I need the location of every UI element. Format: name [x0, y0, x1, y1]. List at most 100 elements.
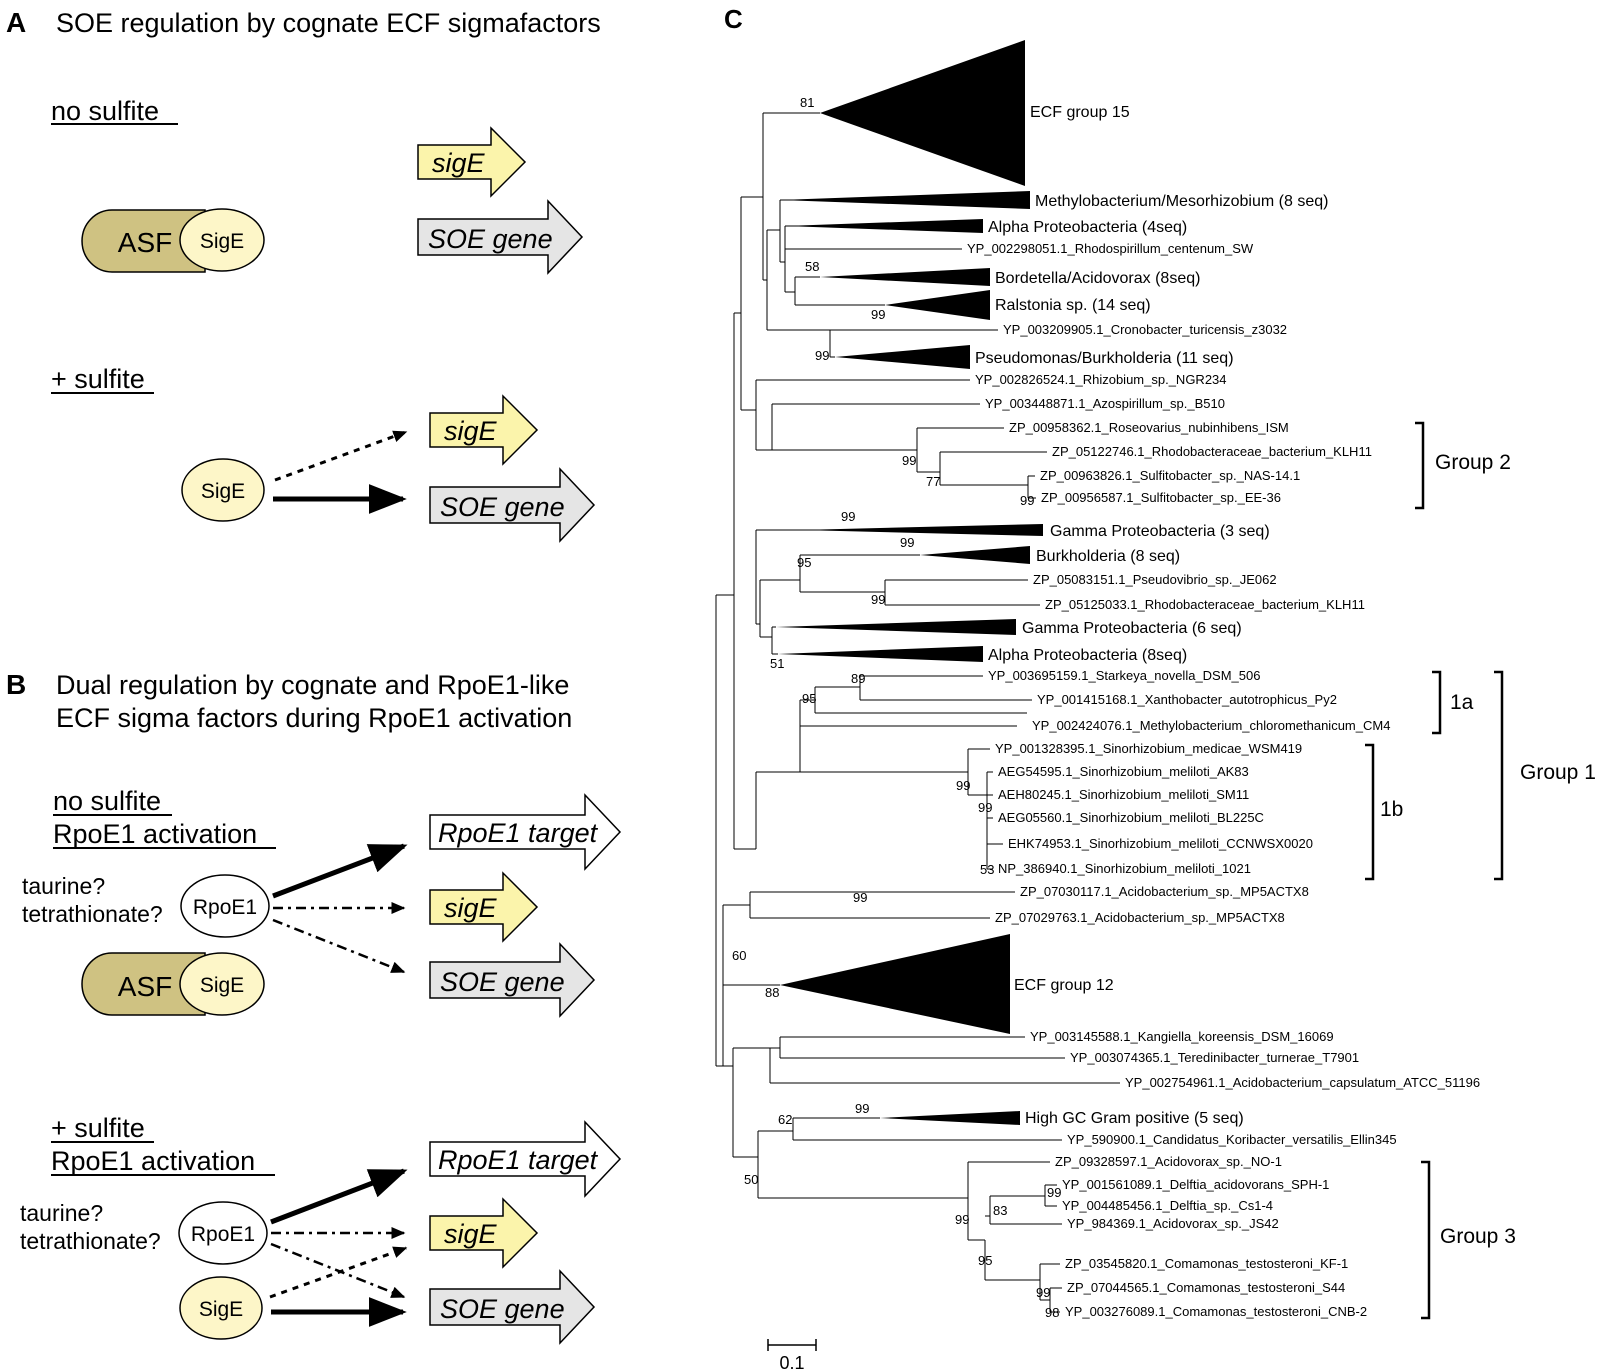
bootstrap-88: 88: [765, 985, 779, 1000]
panel-a-sige-gene-arrow-2: sigE: [429, 394, 539, 466]
asf-shape: [81, 209, 206, 273]
rpoe1-target-label-1: RpoE1 target: [438, 818, 599, 848]
scale-bar: 0.1: [767, 1339, 817, 1371]
sige-gene-label-b1: sigE: [444, 893, 498, 923]
leaf-acidovjs42: YP_984369.1_Acidovorax_sp._JS42: [1067, 1216, 1279, 1231]
leaf-coma2: ZP_07044565.1_Comamonas_testosteroni_S44: [1067, 1280, 1345, 1295]
panel-b-dashdot-arrow-2b: [270, 1242, 406, 1299]
sige-label: SigE: [200, 230, 244, 253]
panel-b-rpoe1-1: [180, 874, 270, 938]
leaf-acidovno1: ZP_09328597.1_Acidovorax_sp._NO-1: [1055, 1154, 1282, 1169]
bootstrap-58: 58: [805, 259, 819, 274]
panel-b-rpoe1-target-arrow-2: RpoE1 target: [429, 1120, 622, 1198]
leaf-sulfito1: ZP_00963826.1_Sulfitobacter_sp._NAS-14.1: [1040, 468, 1300, 483]
leaf-labels: YP_002298051.1_Rhodospirillum_centenum_S…: [967, 241, 1480, 1319]
leaf-ak83: AEG54595.1_Sinorhizobium_meliloti_AK83: [998, 764, 1249, 779]
bootstrap-99-acido: 99: [853, 890, 867, 905]
panel-b-rpoe1-label-1: RpoE1: [193, 896, 257, 919]
panel-b-letter: B: [6, 669, 26, 700]
bootstrap-99-group3: 99: [955, 1212, 969, 1227]
label-group1: Group 1: [1520, 761, 1596, 784]
panel-b-free-sige: [179, 1276, 263, 1340]
panel-b-rpoe1-label-2: RpoE1: [191, 1223, 255, 1246]
bootstrap-99-highgc: 99: [855, 1101, 869, 1116]
panel-b-sige-gene-arrow-1: sigE: [429, 871, 539, 943]
panel-a-asf-sige-complex: ASF SigE: [81, 208, 265, 273]
leaf-kangiella: YP_003145588.1_Kangiella_koreensis_DSM_1…: [1030, 1029, 1334, 1044]
label-alpha8: Alpha Proteobacteria (8seq): [988, 647, 1187, 664]
label-highgc: High GC Gram positive (5 seq): [1025, 1110, 1244, 1127]
group-brackets: [1365, 421, 1504, 1320]
bootstrap-99-pseudovibrio: 99: [871, 592, 885, 607]
leaf-pseudovibrio: ZP_05083151.1_Pseudovibrio_sp._JE062: [1033, 572, 1277, 587]
panel-b-taurine-1: taurine?: [22, 873, 105, 899]
label-1a: 1a: [1450, 691, 1474, 714]
bracket-group1: [1494, 670, 1504, 881]
leaf-sm11: AEH80245.1_Sinorhizobium_meliloti_SM11: [998, 787, 1249, 802]
clade-bordetella: [820, 268, 990, 286]
bootstrap-95-1a: 95: [802, 691, 816, 706]
panel-a-soe-gene-arrow: SOE gene: [417, 199, 584, 275]
label-ralstonia: Ralstonia sp. (14 seq): [995, 297, 1151, 314]
asf-label-b: ASF: [118, 971, 172, 1002]
scale-bar-label: 0.1: [779, 1353, 804, 1371]
leaf-ccnwsx: EHK74953.1_Sinorhizobium_meliloti_CCNWSX…: [1008, 836, 1313, 851]
clade-ecf12: [780, 934, 1010, 1034]
clade-burkholderia: [920, 546, 1030, 564]
leaf-medicae: YP_001328395.1_Sinorhizobium_medicae_WSM…: [995, 741, 1302, 756]
panel-b-sulfite-line1: + sulfite: [51, 1113, 145, 1143]
leaf-rhodospirillum: YP_002298051.1_Rhodospirillum_centenum_S…: [967, 241, 1254, 256]
bootstrap-51: 51: [770, 656, 784, 671]
panel-b-thick-arrow-2: [270, 1168, 408, 1225]
leaf-xantho: YP_001415168.1_Xanthobacter_autotrophicu…: [1037, 692, 1337, 707]
panel-a-sulfite-label: + sulfite: [51, 364, 145, 394]
clade-gamma6: [776, 619, 1016, 635]
bracket-group3: [1421, 1160, 1431, 1320]
panel-b-soe-gene-arrow-1: SOE gene: [429, 942, 596, 1018]
leaf-acidocaps: YP_002754961.1_Acidobacterium_capsulatum…: [1125, 1075, 1480, 1090]
panel-b: B Dual regulation by cognate and RpoE1-l…: [6, 669, 622, 1345]
tree-branches: [715, 112, 1120, 1313]
clade-ecf15: [820, 40, 1025, 186]
bootstrap-99-ralstonia: 99: [871, 307, 885, 322]
bracket-1b: [1365, 743, 1375, 881]
panel-b-no-sulfite-line2: RpoE1 activation: [53, 819, 257, 849]
bootstrap-99-burkholderia: 99: [900, 535, 914, 550]
sige-gene-label-2: sigE: [444, 416, 498, 446]
panel-b-tetrathionate-2: tetrathionate?: [20, 1228, 161, 1254]
bootstrap-62: 62: [778, 1112, 792, 1127]
bootstrap-81: 81: [800, 95, 814, 110]
leaf-rhodobact2: ZP_05125033.1_Rhodobacteraceae_bacterium…: [1045, 597, 1365, 612]
sige-label-b: SigE: [200, 974, 244, 997]
leaf-koribacter: YP_590900.1_Candidatus_Koribacter_versat…: [1067, 1132, 1397, 1147]
bootstrap-53: 53: [980, 862, 994, 877]
soe-gene-label-b2: SOE gene: [440, 1294, 565, 1324]
bootstrap-values: 81 58 99 99 99 77 99 99 99 95 99 51 89 9…: [732, 95, 1061, 1320]
leaf-delftia2: YP_004485456.1_Delftia_sp._Cs1-4: [1062, 1198, 1273, 1213]
panel-a-free-sige: [181, 458, 265, 522]
bracket-group2: [1415, 421, 1425, 510]
bootstrap-50: 50: [744, 1172, 758, 1187]
rpoe1-target-label-2: RpoE1 target: [438, 1145, 599, 1175]
asf-label: ASF: [118, 227, 172, 258]
leaf-cronobacter: YP_003209905.1_Cronobacter_turicensis_z3…: [1003, 322, 1287, 337]
leaf-np1021: NP_386940.1_Sinorhizobium_meliloti_1021: [998, 861, 1251, 876]
panel-a-dotted-arrow: [274, 430, 408, 482]
label-group3: Group 3: [1440, 1225, 1516, 1248]
clade-methylo: [780, 191, 1030, 209]
leaf-rhodobact1: ZP_05122746.1_Rhodobacteraceae_bacterium…: [1052, 444, 1372, 459]
panel-b-asf-sige-complex: ASF SigE: [81, 952, 265, 1016]
soe-gene-label-2: SOE gene: [440, 492, 565, 522]
bootstrap-83: 83: [993, 1203, 1007, 1218]
label-alpha4: Alpha Proteobacteria (4seq): [988, 219, 1187, 236]
sige-gene-label: sigE: [432, 148, 486, 178]
panel-b-dashdot-arrow-1b: [272, 918, 406, 974]
bootstrap-98: 98: [1045, 1305, 1059, 1320]
panel-a-no-sulfite-label: no sulfite: [51, 96, 159, 126]
panel-a-letter: A: [6, 7, 26, 38]
label-ecf12: ECF group 12: [1014, 977, 1114, 994]
bootstrap-99-pseudomonas: 99: [815, 348, 829, 363]
panel-b-free-sige-label: SigE: [199, 1298, 243, 1321]
panel-b-sige-gene-arrow-2: sigE: [429, 1197, 539, 1269]
bootstrap-99-group2b: 99: [1020, 493, 1034, 508]
